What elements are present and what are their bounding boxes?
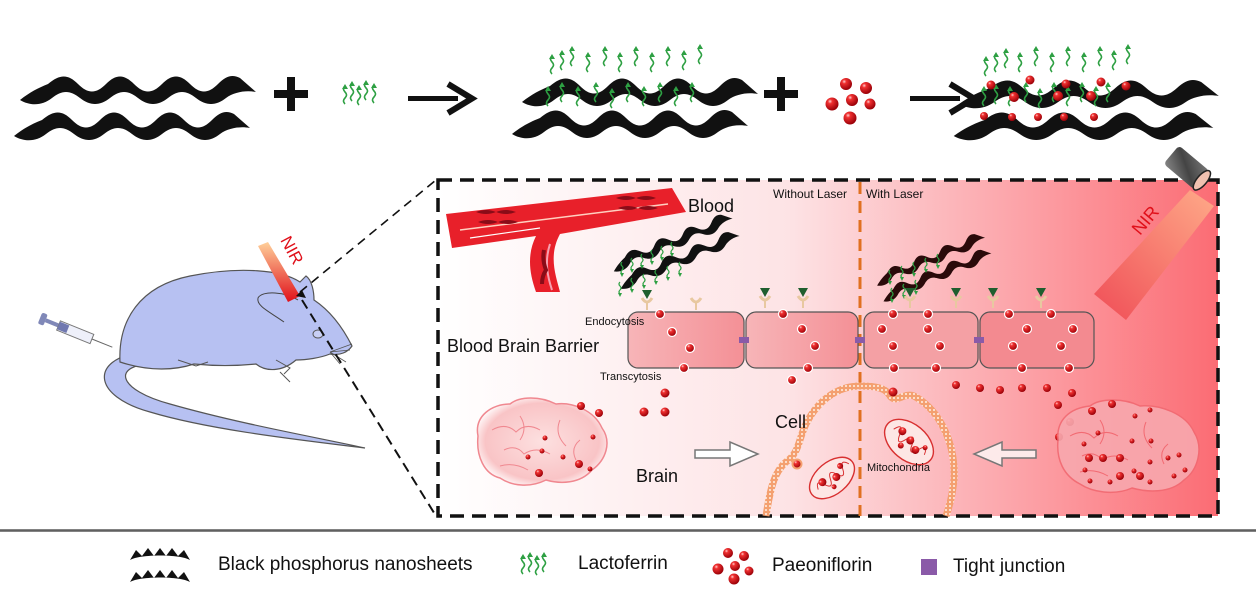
bare-nanosheets bbox=[14, 76, 256, 141]
transcytosis-label: Transcytosis bbox=[600, 371, 662, 383]
blood-vessel bbox=[446, 188, 686, 292]
legend: Black phosphorus nanosheets Lactoferrin … bbox=[0, 532, 1256, 600]
plus-sign-1 bbox=[274, 77, 308, 111]
paeoniflorin-cluster bbox=[825, 78, 876, 125]
mitochondrion-2 bbox=[883, 418, 935, 466]
mitochondria-label: Mitochondria bbox=[867, 462, 931, 474]
panel-border bbox=[436, 178, 1220, 518]
brain-label: Brain bbox=[636, 466, 678, 486]
paeoniflorin-loaded-nanosheets bbox=[953, 43, 1219, 141]
legend-label: Black phosphorus nanosheets bbox=[218, 554, 473, 575]
legend-item-tight-junction: Tight junction bbox=[921, 556, 1065, 578]
legend-label: Lactoferrin bbox=[578, 553, 668, 574]
mitochondrion-1 bbox=[808, 456, 856, 500]
paeoniflorin-icon bbox=[712, 548, 754, 585]
zoom-line-top bbox=[299, 179, 437, 293]
plus-sign-2 bbox=[764, 77, 798, 111]
tight-junction bbox=[739, 337, 749, 343]
arrow-brain-to-cell bbox=[694, 440, 760, 468]
zoom-line-bottom bbox=[301, 299, 437, 517]
paeoniflorin-particles bbox=[654, 308, 1079, 386]
arrow-laser-brain-to-cell bbox=[972, 440, 1037, 468]
endocytosis-label: Endocytosis bbox=[585, 316, 645, 328]
legend-label: Tight junction bbox=[953, 556, 1066, 577]
nir-beam-small bbox=[258, 242, 300, 302]
legend-label: Paeoniflorin bbox=[772, 555, 873, 576]
nanosheets-icon bbox=[130, 548, 190, 582]
blood-label: Blood bbox=[688, 196, 734, 216]
lactoferrin-modified-nanosheets bbox=[512, 43, 758, 139]
syringe-icon bbox=[38, 313, 113, 348]
tight-junction bbox=[974, 337, 984, 343]
legend-item-nanosheets: Black phosphorus nanosheets bbox=[128, 542, 473, 588]
legend-item-lactoferrin: Lactoferrin bbox=[518, 552, 668, 576]
lactoferrin-cluster bbox=[341, 79, 378, 106]
cell-membrane bbox=[762, 382, 958, 518]
without-laser-label: Without Laser bbox=[773, 187, 847, 201]
tight-junction-icon bbox=[921, 559, 937, 575]
mouse-panel: NIR bbox=[38, 179, 437, 517]
mouse-body bbox=[119, 269, 353, 371]
cell-label: Cell bbox=[775, 412, 806, 432]
legend-divider bbox=[0, 529, 1256, 532]
with-laser-label: With Laser bbox=[866, 187, 923, 201]
lactoferrin-icon bbox=[519, 552, 548, 576]
top-row-scheme bbox=[14, 43, 1219, 141]
detail-panel: Blood Without Laser With Laser bbox=[436, 147, 1220, 518]
bbb-label: Blood Brain Barrier bbox=[447, 336, 599, 356]
arrow-2 bbox=[910, 81, 980, 116]
released-particles bbox=[639, 381, 1076, 441]
legend-item-paeoniflorin: Paeoniflorin bbox=[710, 546, 872, 586]
tight-junction bbox=[855, 337, 865, 343]
arrow-1 bbox=[408, 81, 478, 116]
mouse-nir-label: NIR bbox=[276, 233, 307, 268]
blood-brain-barrier-cells bbox=[627, 311, 1095, 369]
brain-with-laser bbox=[1056, 399, 1200, 494]
nir-laser-source bbox=[1094, 147, 1214, 320]
brain-without-laser bbox=[476, 397, 608, 486]
